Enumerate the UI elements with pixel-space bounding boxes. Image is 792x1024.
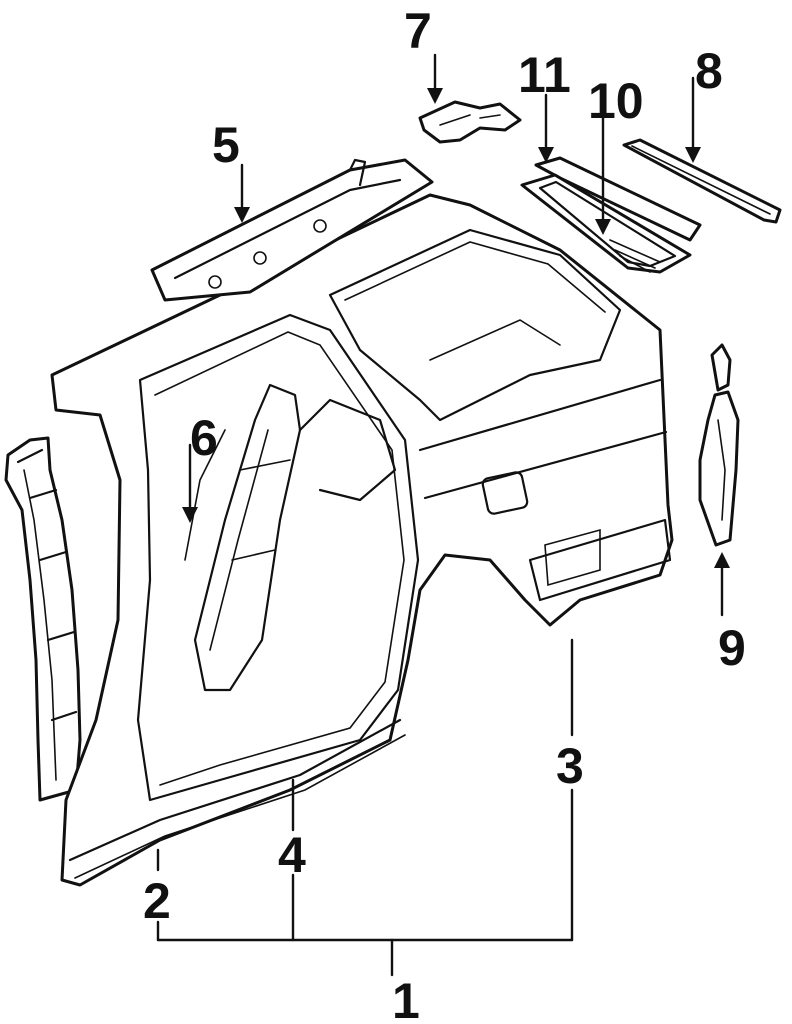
callout-2: 2 — [143, 873, 171, 929]
callout-11: 11 — [518, 47, 571, 103]
callout-5: 5 — [212, 117, 240, 173]
callout-4: 4 — [278, 827, 306, 883]
part-2-front-pillar — [4, 436, 82, 802]
callout-3: 3 — [556, 738, 584, 794]
part-8-molding — [622, 138, 782, 224]
part-7-bracket — [418, 100, 522, 144]
part-6-inner-pillar — [184, 429, 226, 561]
part-9-rear-pillar-piece — [698, 343, 740, 547]
leader-lines — [156, 53, 730, 977]
callout-9: 9 — [718, 620, 746, 676]
callout-7: 7 — [404, 3, 432, 59]
callout-10: 10 — [588, 73, 644, 129]
part-4-inner-frame — [193, 383, 397, 692]
callout-labels: 7 5 6 11 10 8 9 3 4 2 1 — [143, 3, 746, 1024]
callout-8: 8 — [695, 43, 723, 99]
callout-1: 1 — [392, 973, 420, 1024]
part-3-quarter-panel — [50, 193, 674, 887]
part-5-roof-rail — [150, 158, 434, 302]
callout-6: 6 — [190, 410, 218, 466]
